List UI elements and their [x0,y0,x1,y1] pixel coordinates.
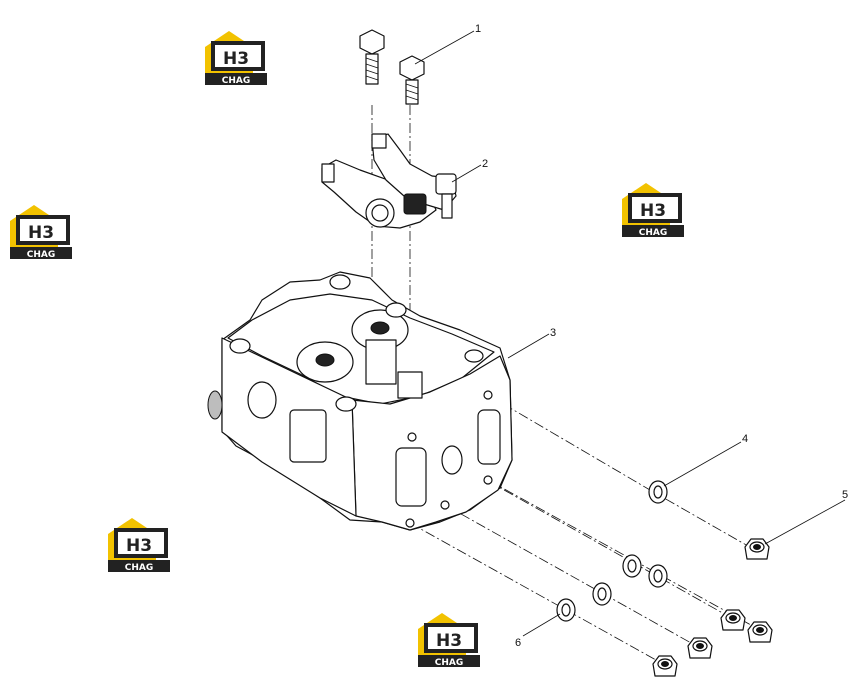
hex-nut-part-5 [652,655,678,677]
svg-text:CHAG: CHAG [222,76,251,86]
bolt-part-1 [359,29,385,85]
callout-number-3: 3 [550,327,556,339]
cylinder-head-part-3 [207,271,513,531]
washer-part-4 [648,480,668,504]
svg-text:H3: H3 [223,49,249,69]
hex-nut-part-5 [687,637,713,659]
bolt-part-1 [399,55,425,105]
hex-nut-part-5 [720,609,746,631]
washer-part-4 [648,564,668,588]
callout-leaders [414,30,846,637]
svg-text:H3: H3 [436,631,462,651]
washer-part-4 [592,582,612,606]
watermark-logo: H3 CHAG [622,183,684,238]
watermark-logo: H3 CHAG [205,31,267,86]
callout-number-2: 2 [482,158,488,170]
hex-nut-part-5 [747,621,773,643]
callout-number-5: 5 [842,489,848,501]
svg-text:CHAG: CHAG [125,563,154,573]
callout-number-1: 1 [475,23,481,35]
rocker-arm-assembly-part-2 [321,133,457,229]
washer-part-4 [622,554,642,578]
svg-text:CHAG: CHAG [27,250,56,260]
svg-text:CHAG: CHAG [435,658,464,668]
watermark-logo: H3 CHAG [108,518,170,573]
svg-text:CHAG: CHAG [639,228,668,238]
svg-text:H3: H3 [28,223,54,243]
svg-text:H3: H3 [126,536,152,556]
hex-nut-part-5 [744,538,770,560]
watermark-logo: H3 CHAG [418,613,480,668]
watermark-logo: H3 CHAG [10,205,72,260]
washer-part-6 [556,598,576,622]
callout-number-6: 6 [515,637,521,649]
callout-number-4: 4 [742,433,748,445]
svg-text:H3: H3 [640,201,666,221]
